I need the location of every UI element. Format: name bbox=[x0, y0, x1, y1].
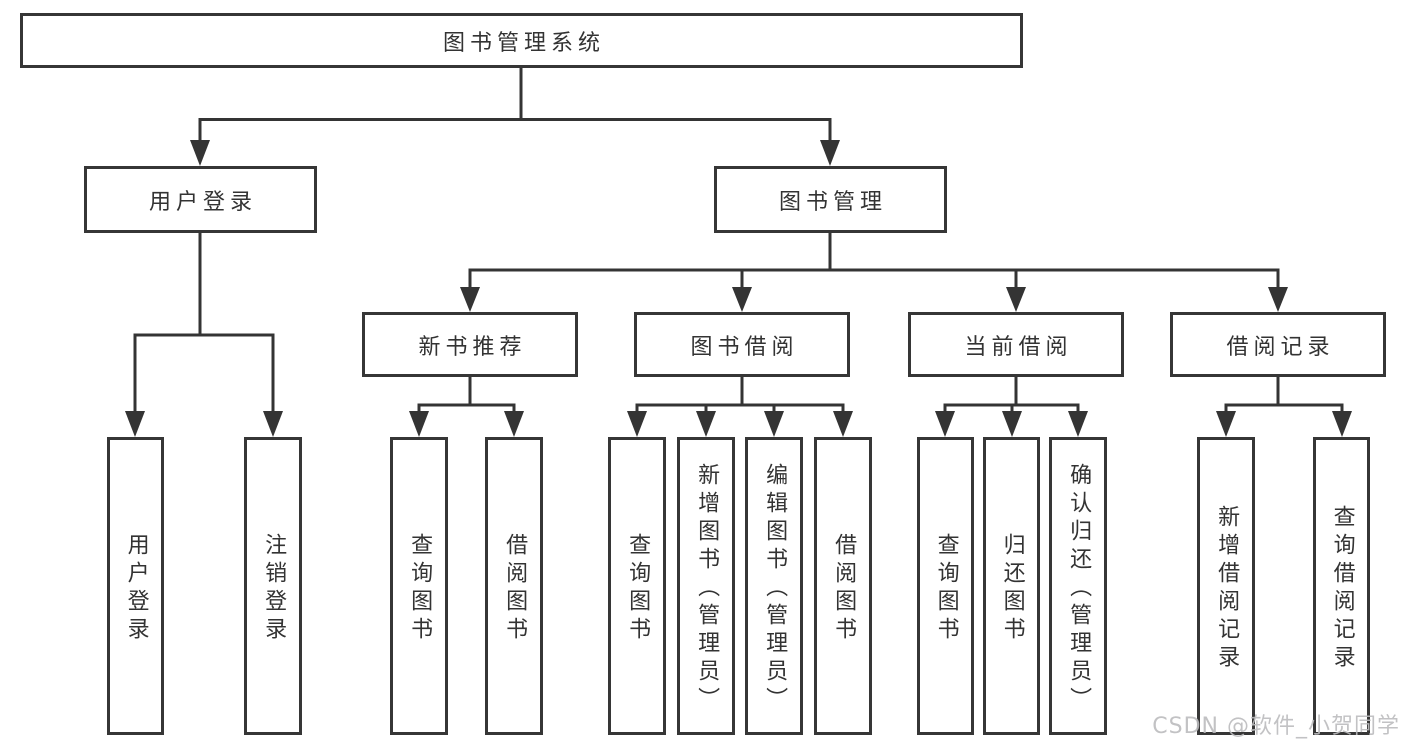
node-label: 借阅记录 bbox=[1226, 334, 1335, 360]
node-user-login: 用户登录 bbox=[84, 166, 317, 233]
leaf-query-borrow-record: 查询借阅记录 bbox=[1313, 437, 1370, 735]
connector-book-mgmt-children bbox=[460, 231, 1288, 312]
node-label: 确认归还（管理员） bbox=[1066, 463, 1092, 715]
node-label: 图书管理系统 bbox=[442, 30, 605, 56]
leaf-confirm-return-admin: 确认归还（管理员） bbox=[1049, 437, 1107, 735]
node-label: 新增借阅记录 bbox=[1214, 505, 1240, 673]
leaf-return-book: 归还图书 bbox=[983, 437, 1040, 735]
leaf-query-books-recommend: 查询图书 bbox=[390, 437, 448, 735]
leaf-add-book-admin: 新增图书（管理员） bbox=[677, 437, 735, 735]
leaf-query-books-current: 查询图书 bbox=[917, 437, 974, 735]
node-book-management: 图书管理 bbox=[714, 166, 947, 233]
node-current-borrowing: 当前借阅 bbox=[908, 312, 1124, 377]
node-label: 新书推荐 bbox=[418, 334, 527, 360]
watermark: CSDN @软件_小贺同学 bbox=[1152, 714, 1400, 739]
connector-root-to-level2 bbox=[190, 66, 840, 166]
connector-current-borrow-children bbox=[935, 375, 1088, 437]
connector-book-borrow-children bbox=[627, 375, 853, 437]
node-label: 图书借阅 bbox=[690, 334, 799, 360]
node-new-book-recommend: 新书推荐 bbox=[362, 312, 578, 377]
node-label: 当前借阅 bbox=[964, 334, 1073, 360]
leaf-user-login: 用户登录 bbox=[107, 437, 164, 735]
node-label: 借阅图书 bbox=[831, 533, 857, 645]
node-label: 注销登录 bbox=[261, 533, 287, 645]
node-label: 查询图书 bbox=[625, 533, 651, 645]
node-label: 查询图书 bbox=[407, 533, 433, 645]
node-label: 用户登录 bbox=[148, 189, 257, 215]
node-label: 归还图书 bbox=[999, 533, 1025, 645]
node-label: 新增图书（管理员） bbox=[694, 463, 720, 715]
node-root-library-system: 图书管理系统 bbox=[20, 13, 1023, 68]
node-label: 查询图书 bbox=[933, 533, 959, 645]
leaf-add-borrow-record: 新增借阅记录 bbox=[1197, 437, 1255, 735]
node-label: 查询借阅记录 bbox=[1329, 505, 1355, 673]
connector-borrow-records-children bbox=[1216, 375, 1352, 437]
node-label: 借阅图书 bbox=[502, 533, 528, 645]
node-label: 编辑图书（管理员） bbox=[762, 463, 788, 715]
node-borrowing-records: 借阅记录 bbox=[1170, 312, 1386, 377]
node-label: 图书管理 bbox=[778, 189, 887, 215]
connector-new-book-rec-children bbox=[409, 375, 524, 437]
leaf-logout: 注销登录 bbox=[244, 437, 302, 735]
node-label: 用户登录 bbox=[123, 533, 149, 645]
leaf-borrow-books-recommend: 借阅图书 bbox=[485, 437, 543, 735]
leaf-borrow-books-borrowing: 借阅图书 bbox=[814, 437, 872, 735]
leaf-edit-book-admin: 编辑图书（管理员） bbox=[745, 437, 803, 735]
node-book-borrowing: 图书借阅 bbox=[634, 312, 850, 377]
connector-user-login-children bbox=[125, 231, 283, 437]
leaf-query-books-borrowing: 查询图书 bbox=[608, 437, 666, 735]
